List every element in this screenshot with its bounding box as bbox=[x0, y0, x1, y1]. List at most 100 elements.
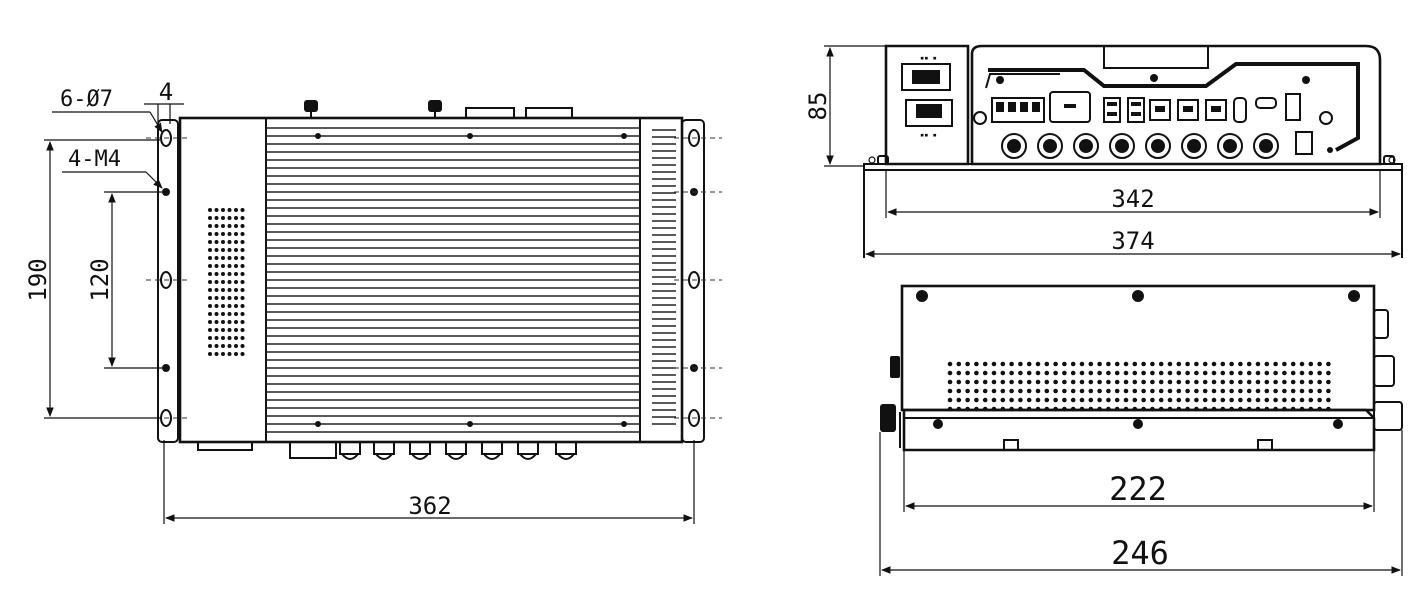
vent-dot bbox=[221, 312, 225, 316]
vent-dot bbox=[221, 296, 225, 300]
side-vent-dot bbox=[1211, 397, 1217, 403]
side-vent-dot bbox=[1282, 370, 1287, 376]
side-vent-dot bbox=[1238, 379, 1243, 385]
side-vent-dot bbox=[1053, 379, 1058, 385]
side-vent-dot bbox=[1238, 361, 1243, 367]
side-vent-dot bbox=[974, 361, 979, 367]
side-vent-dot bbox=[1088, 370, 1094, 376]
side-vent-dot bbox=[974, 397, 979, 403]
side-vent-dot bbox=[1255, 361, 1261, 367]
side-vent-dot bbox=[1123, 379, 1129, 385]
svg-text:▪▪ ▪: ▪▪ ▪ bbox=[920, 131, 937, 139]
side-vent-dot bbox=[1106, 370, 1111, 376]
side-vent-dot bbox=[1141, 361, 1146, 367]
side-vent-dot bbox=[1150, 361, 1155, 367]
side-vent-dot bbox=[1158, 370, 1164, 376]
side-vent-dot bbox=[1299, 379, 1305, 385]
side-vent-dot bbox=[1070, 379, 1076, 385]
vent-dot bbox=[234, 248, 238, 252]
vent-dot bbox=[208, 208, 212, 212]
vent-dot bbox=[227, 248, 232, 252]
side-vent-dot bbox=[1264, 370, 1270, 376]
side-vent-dot bbox=[1255, 397, 1261, 403]
vent-dot bbox=[240, 208, 245, 212]
sd-slot bbox=[1233, 97, 1247, 123]
side-vent-dot bbox=[1167, 379, 1173, 385]
side-vent-dot bbox=[1053, 388, 1058, 394]
vent-dot bbox=[227, 304, 232, 308]
side-vent-dot bbox=[1079, 361, 1085, 367]
side-vent-dot bbox=[1000, 370, 1006, 376]
side-vent-dot bbox=[1158, 361, 1164, 367]
side-vent-dot bbox=[1035, 379, 1041, 385]
top-vent-dots bbox=[208, 208, 245, 356]
side-vent-dot bbox=[1229, 361, 1234, 367]
side-vent-dot bbox=[1000, 388, 1006, 394]
side-vent-dot bbox=[1317, 388, 1322, 394]
dim-flange-thickness: 4 bbox=[159, 78, 173, 106]
vent-dot bbox=[221, 336, 225, 340]
vent-dot bbox=[240, 264, 245, 268]
vent-dot bbox=[208, 352, 212, 356]
side-vent-dot bbox=[1176, 370, 1182, 376]
side-vent-dot bbox=[1141, 379, 1146, 385]
side-vent-dot bbox=[1150, 379, 1155, 385]
rj45-port bbox=[1205, 99, 1227, 121]
vent-dot bbox=[234, 288, 238, 292]
side-vent-dot bbox=[974, 379, 979, 385]
side-vent-dot bbox=[1317, 370, 1322, 376]
side-vent-dot bbox=[1035, 397, 1041, 403]
side-vent-dot bbox=[1246, 379, 1252, 385]
dim-height-inner: 120 bbox=[86, 258, 114, 301]
bottom-connector bbox=[517, 441, 539, 455]
side-vent-dot bbox=[965, 388, 970, 394]
side-vent-dot bbox=[1299, 370, 1305, 376]
vent-dot bbox=[221, 352, 225, 356]
top-knob bbox=[304, 100, 318, 112]
side-vent-dot bbox=[1114, 370, 1120, 376]
top-view: 190 120 362 4 6-Ø7 4-M4 bbox=[24, 78, 722, 524]
side-vent-dot bbox=[1070, 361, 1076, 367]
side-vent-dot bbox=[1255, 379, 1261, 385]
side-vent-dot bbox=[1194, 397, 1199, 403]
left-mounting-holes bbox=[160, 129, 172, 427]
side-vent-dot bbox=[1123, 388, 1129, 394]
side-vent-dot bbox=[1238, 397, 1243, 403]
side-vent-dot bbox=[1273, 397, 1278, 403]
side-vent-dot bbox=[1273, 379, 1278, 385]
dim-front-width-inner: 342 bbox=[1111, 185, 1154, 213]
vent-dot bbox=[208, 344, 212, 348]
side-vent-dot bbox=[1229, 397, 1234, 403]
svg-text:▪▪ ▪: ▪▪ ▪ bbox=[920, 54, 937, 62]
side-vent-dot bbox=[1220, 370, 1226, 376]
bottom-connector bbox=[339, 441, 361, 455]
front-round-connectors bbox=[1001, 133, 1279, 159]
vent-dot bbox=[240, 240, 245, 244]
side-vent-dot bbox=[1079, 370, 1085, 376]
round-connector bbox=[1073, 133, 1099, 159]
side-vent-dot bbox=[1246, 370, 1252, 376]
bottom-connector bbox=[481, 441, 503, 455]
side-vent-dot bbox=[1018, 388, 1023, 394]
vent-dot bbox=[240, 344, 245, 348]
vent-dot bbox=[240, 336, 245, 340]
screw-dot bbox=[315, 133, 321, 139]
vent-dot bbox=[214, 304, 219, 308]
right-mounting-holes bbox=[688, 129, 700, 427]
side-vent-dot bbox=[1132, 379, 1138, 385]
vent-dot bbox=[214, 352, 219, 356]
side-vent-dot bbox=[1132, 388, 1138, 394]
vent-dot bbox=[221, 256, 225, 260]
usb-port bbox=[1127, 97, 1145, 123]
side-vent-dot bbox=[1097, 388, 1102, 394]
dim-side-width-inner: 222 bbox=[1109, 470, 1167, 508]
side-vent-dot bbox=[1114, 379, 1120, 385]
side-vent-dot bbox=[1026, 397, 1032, 403]
side-vent-dot bbox=[1106, 361, 1111, 367]
side-vent-dot bbox=[1062, 370, 1067, 376]
side-vent-dot bbox=[1167, 370, 1173, 376]
mount-hole bbox=[688, 129, 700, 147]
vent-dot bbox=[208, 256, 212, 260]
side-vent-dot bbox=[1255, 370, 1261, 376]
bottom-block bbox=[289, 441, 337, 459]
